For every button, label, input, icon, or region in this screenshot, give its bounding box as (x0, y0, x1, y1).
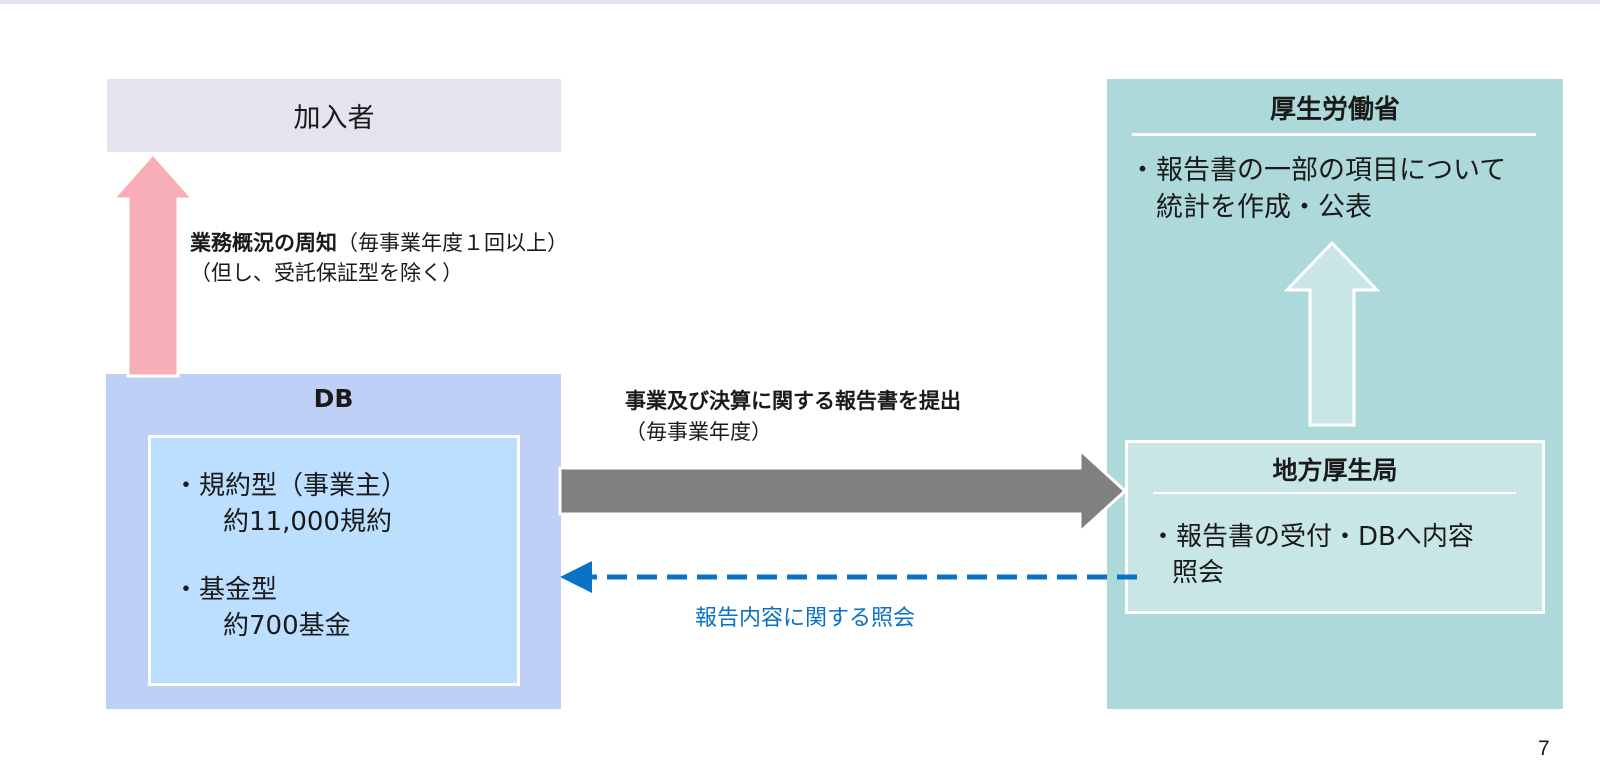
notice-title: 業務概況の周知 (190, 231, 337, 255)
regional-bureau-box: 地方厚生局 ・報告書の受付・DBへ内容 照会 (1125, 440, 1545, 614)
regional-description: ・報告書の受付・DBへ内容 照会 (1150, 519, 1474, 591)
notice-exception: （但し、受託保証型を除く） (190, 261, 463, 285)
db-type-rule: ・規約型（事業主） (173, 471, 408, 501)
regional-title: 地方厚生局 (1272, 456, 1398, 485)
page-number: 7 (1538, 737, 1550, 760)
regional-divider (1153, 492, 1516, 494)
db-type-fund-count: 約700基金 (223, 611, 351, 641)
member-label: 加入者 (293, 103, 375, 134)
inquiry-arrow-head (560, 561, 592, 593)
inquiry-label: 報告内容に関する照会 (695, 606, 916, 631)
submit-arrow (558, 446, 1128, 536)
mhlw-line-2: 統計を作成・公表 (1156, 192, 1372, 223)
submit-title: 事業及び決算に関する報告書を提出 (625, 389, 961, 413)
db-title: DB (313, 384, 354, 413)
regional-line-1: ・報告書の受付・DBへ内容 (1150, 522, 1474, 552)
top-border (0, 0, 1600, 4)
submit-annotation: 事業及び決算に関する報告書を提出 （毎事業年度） (625, 386, 961, 448)
regional-line-2: 照会 (1172, 558, 1225, 588)
report-up-arrow (1283, 240, 1381, 427)
db-type-rule-count: 約11,000規約 (223, 507, 392, 537)
notice-annotation: 業務概況の周知（毎事業年度１回以上） （但し、受託保証型を除く） (190, 228, 568, 288)
mhlw-divider (1132, 133, 1536, 136)
mhlw-line-1: ・報告書の一部の項目について (1129, 155, 1507, 186)
db-box: DB ・規約型（事業主） 約11,000規約 ・基金型 約700基金 (106, 374, 561, 709)
db-details-box: ・規約型（事業主） 約11,000規約 ・基金型 約700基金 (148, 435, 520, 686)
notice-arrow (109, 151, 197, 378)
mhlw-title: 厚生労働省 (1269, 95, 1400, 125)
member-box: 加入者 (107, 79, 561, 152)
db-type-fund: ・基金型 (173, 575, 278, 605)
notice-frequency: （毎事業年度１回以上） (337, 231, 568, 255)
mhlw-description: ・報告書の一部の項目について 統計を作成・公表 (1129, 152, 1506, 226)
submit-frequency: （毎事業年度） (625, 420, 772, 444)
